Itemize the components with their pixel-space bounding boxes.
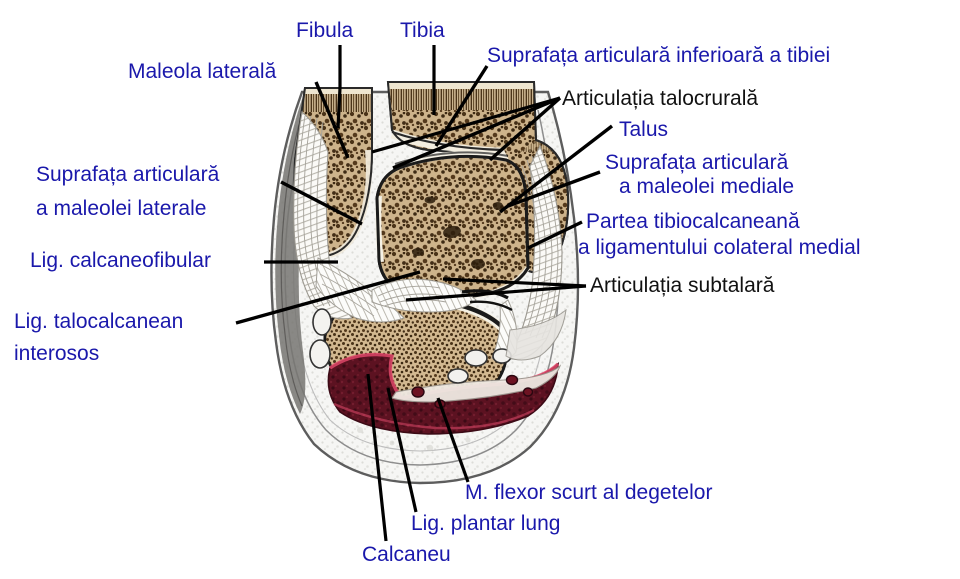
- label-suprafata-maleolei-laterale-line2: a maleolei laterale: [36, 197, 207, 220]
- leader-calcaneu: [366, 373, 388, 542]
- label-lig-talocalcanean-line1: Lig. talocalcanean: [14, 310, 184, 333]
- label-fibula: Fibula: [296, 19, 354, 42]
- leader-lines: [235, 45, 614, 542]
- label-lig-calcaneofibular: Lig. calcaneofibular: [30, 249, 211, 272]
- leader-maleola-mediala-surface: [507, 170, 601, 208]
- leader-fibula-2: [336, 87, 342, 129]
- leader-subtalara-b: [405, 284, 587, 302]
- leader-maleola-laterala-surface: [280, 180, 363, 226]
- label-partea-tibiocalcaneana-line2: a ligamentului colateral medial: [578, 236, 861, 259]
- leader-talocrurala-b: [488, 96, 562, 162]
- label-m-flexor-scurt-al-degetelor: M. flexor scurt al degetelor: [465, 481, 713, 504]
- leader-talocrurala-c: [371, 96, 561, 154]
- label-articulatia-talocrurala: Articulația talocrurală: [562, 87, 759, 110]
- label-maleola-laterala: Maleola laterală: [128, 60, 277, 83]
- label-calcaneu: Calcaneu: [362, 543, 451, 566]
- leader-subtalara-a: [442, 277, 587, 288]
- leader-talus: [498, 124, 614, 214]
- leader-partea-tibiocalcaneana: [527, 220, 583, 250]
- label-lig-talocalcanean-line2: interosos: [14, 342, 100, 365]
- label-suprafata-maleolei-mediale-line2: a maleolei mediale: [619, 175, 795, 198]
- label-suprafata-maleolei-laterale-line1: Suprafața articulară: [36, 163, 220, 186]
- label-talus: Talus: [619, 118, 669, 141]
- label-suprafata-maleolei-mediale-line1: Suprafața articulară: [605, 151, 789, 174]
- leader-talocrurala-a: [392, 96, 561, 170]
- label-partea-tibiocalcaneana-line1: Partea tibiocalcaneană: [586, 210, 800, 233]
- leader-lig-talocalcanean: [235, 270, 421, 325]
- label-suprafata-articulara-inferioara-tibiei: Suprafața articulară inferioară a tibiei: [487, 44, 831, 67]
- leader-m-flexor-scurt: [436, 397, 470, 483]
- label-tibia: Tibia: [400, 19, 445, 42]
- leader-lig-plantar-lung: [386, 387, 418, 513]
- label-articulatia-subtalara: Articulația subtalară: [590, 274, 775, 297]
- label-lig-plantar-lung: Lig. plantar lung: [411, 512, 561, 535]
- plantar-muscles: [309, 308, 567, 435]
- leader-maleola-laterala: [314, 81, 350, 159]
